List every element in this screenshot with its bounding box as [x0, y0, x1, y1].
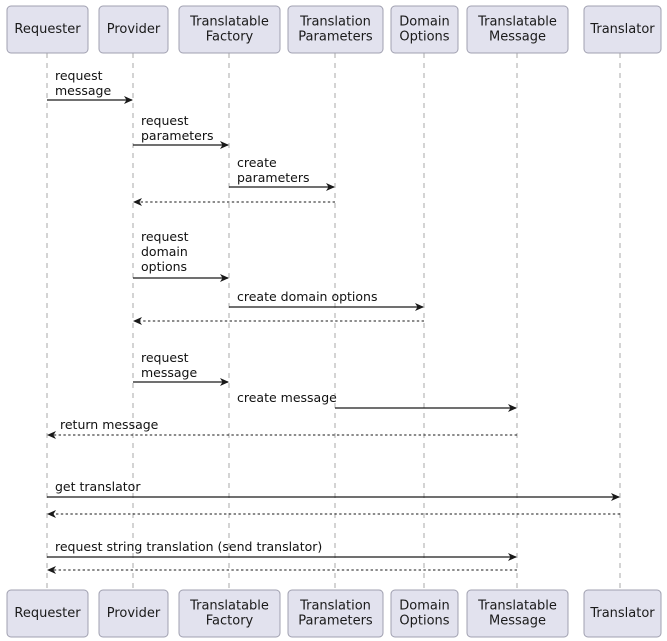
msg-return-parameters[interactable]	[133, 198, 335, 206]
arrow-head-icon	[220, 274, 229, 282]
message-label: message	[141, 365, 197, 380]
msg-create-domain-options[interactable]: create domain options	[229, 289, 424, 311]
participant-label-domain: Options	[399, 30, 449, 45]
participant-label-parameters: Parameters	[298, 30, 373, 45]
message-label: create	[237, 155, 277, 170]
participant-label-parameters: Translation	[299, 599, 371, 614]
arrow-head-icon	[220, 378, 229, 386]
participant-label-provider: Provider	[107, 606, 161, 621]
participant-provider-header[interactable]: Provider	[98, 5, 169, 54]
message-label: get translator	[55, 479, 141, 494]
arrow-head-icon	[508, 404, 517, 412]
message-label: create message	[237, 390, 337, 405]
participant-box-shape	[178, 589, 281, 638]
msg-get-translator[interactable]: get translator	[47, 479, 620, 501]
message-label: request	[141, 350, 189, 365]
message-label: options	[141, 259, 187, 274]
participant-label-domain: Domain	[399, 15, 449, 30]
participant-box-shape	[178, 5, 281, 54]
participant-box-shape	[466, 589, 569, 638]
arrow-head-icon	[133, 317, 142, 325]
msg-request-string-translation[interactable]: request string translation (send transla…	[47, 539, 517, 561]
participant-label-domain: Domain	[399, 599, 449, 614]
arrow-head-icon	[415, 303, 424, 311]
participant-label-message: Message	[489, 614, 546, 629]
participant-box-shape	[466, 5, 569, 54]
participant-label-message: Translatable	[477, 15, 557, 30]
participant-box-shape	[390, 5, 459, 54]
participant-box-shape	[583, 5, 662, 54]
arrow-head-icon	[47, 510, 56, 518]
participant-label-parameters: Translation	[299, 15, 371, 30]
message-label: parameters	[141, 128, 214, 143]
participant-label-requester: Requester	[14, 606, 81, 621]
message-label: request	[141, 229, 189, 244]
arrow-head-icon	[326, 183, 335, 191]
participant-box-shape	[287, 589, 384, 638]
participant-box-shape	[98, 5, 169, 54]
arrow-head-icon	[124, 96, 133, 104]
participant-translator-header[interactable]: Translator	[583, 5, 662, 54]
participant-label-factory: Factory	[206, 614, 254, 629]
participant-label-factory: Translatable	[189, 599, 269, 614]
participant-translator-footer[interactable]: Translator	[583, 589, 662, 638]
participant-box-shape	[98, 589, 169, 638]
participant-box-shape	[6, 5, 89, 54]
message-label: create domain options	[237, 289, 377, 304]
message-label: request	[141, 113, 189, 128]
participant-label-provider: Provider	[107, 22, 161, 37]
participant-requester-footer[interactable]: Requester	[6, 589, 89, 638]
participant-label-translator: Translator	[589, 606, 655, 621]
participant-label-translator: Translator	[589, 22, 655, 37]
arrow-head-icon	[220, 141, 229, 149]
participant-label-message: Translatable	[477, 599, 557, 614]
messages-layer: requestmessagerequestparameterscreatepar…	[47, 68, 620, 574]
participant-label-factory: Translatable	[189, 15, 269, 30]
participant-requester-header[interactable]: Requester	[6, 5, 89, 54]
msg-return-string-translation[interactable]	[47, 566, 517, 574]
participant-label-domain: Options	[399, 614, 449, 629]
arrow-head-icon	[611, 493, 620, 501]
participant-label-parameters: Parameters	[298, 614, 373, 629]
participant-box-shape	[390, 589, 459, 638]
arrow-head-icon	[508, 553, 517, 561]
arrow-head-icon	[133, 198, 142, 206]
message-label: return message	[60, 417, 159, 432]
participant-box-shape	[6, 589, 89, 638]
arrow-head-icon	[47, 431, 56, 439]
participant-provider-footer[interactable]: Provider	[98, 589, 169, 638]
message-label: request	[55, 68, 103, 83]
participant-box-shape	[583, 589, 662, 638]
message-label: request string translation (send transla…	[55, 539, 322, 554]
msg-return-translator[interactable]	[47, 510, 620, 518]
arrow-head-icon	[47, 566, 56, 574]
msg-return-domain-options[interactable]	[133, 317, 424, 325]
message-label: message	[55, 83, 111, 98]
participant-label-message: Message	[489, 30, 546, 45]
message-label: domain	[141, 244, 188, 259]
participant-label-factory: Factory	[206, 30, 254, 45]
msg-return-message[interactable]: return message	[47, 417, 517, 439]
message-label: parameters	[237, 170, 310, 185]
participant-label-requester: Requester	[14, 22, 81, 37]
lifelines-layer	[46, 53, 621, 590]
participant-box-shape	[287, 5, 384, 54]
msg-create-message[interactable]: create message	[237, 390, 517, 412]
